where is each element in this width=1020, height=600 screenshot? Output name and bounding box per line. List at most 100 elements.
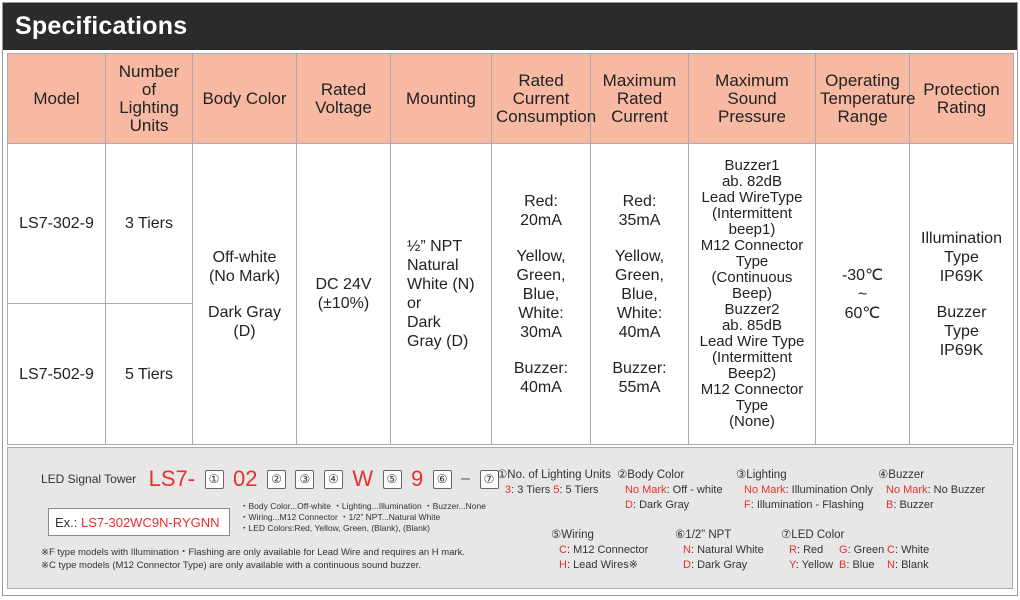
legend-title: ④Buzzer (878, 469, 925, 481)
legend-code: No Mark (886, 484, 928, 496)
legend-code: No Mark (744, 484, 786, 496)
legend-code: Y (789, 559, 796, 571)
table-row: LS7-302-9 3 Tiers Off-white (No Mark) Da… (7, 143, 1014, 445)
body-color-1: Off-white (No Mark) (208, 248, 281, 285)
example-box: Ex.: LS7-302WC9N-RYGNN (48, 508, 230, 536)
legend-code: 3 (505, 484, 512, 496)
temp-cell: -30℃ ~ 60℃ (815, 143, 910, 445)
header-max-current: Maximum Rated Current (590, 53, 689, 144)
current-red: Red: 20mA (520, 192, 562, 229)
legend-title: ⑤Wiring (551, 529, 594, 541)
legend-text: : M12 Connector (566, 544, 649, 556)
slot-5-box: ⑤ (382, 469, 402, 489)
header-sound: Maximum Sound Pressure (688, 53, 816, 144)
order-dash: – (461, 470, 471, 487)
legend-text: : 3 Tiers (511, 484, 554, 496)
legend-text: : Dark Gray (632, 499, 690, 511)
legend-text: : White (894, 544, 930, 556)
protection-cell: Illumination Type IP69K Buzzer Type IP69… (909, 143, 1014, 445)
legend-code: G (839, 544, 848, 556)
order-fixed-w: W (352, 466, 374, 491)
legend-body-color: ②Body Color No Mark: Off - white D: Dark… (617, 468, 723, 513)
footnote-2: ※C type models (M12 Connector Type) are … (41, 560, 422, 571)
legend-code: N (887, 559, 895, 571)
slot-6-box: ⑥ (432, 469, 452, 489)
legend-code: F (744, 499, 751, 511)
header-temp: Operating Temperature Range (815, 53, 915, 144)
mounting-cell: ½” NPT Natural White (N) or Dark Gray (D… (390, 143, 492, 445)
legend-code: N (683, 544, 691, 556)
sound-cell: Buzzer1 ab. 82dB Lead WireType (Intermit… (688, 143, 816, 445)
legend-title: ②Body Color (617, 469, 685, 481)
spec-table: Model Number of Lighting Units Body Colo… (7, 53, 1014, 445)
legend-wiring: ⑤Wiring C: M12 Connector H: Lead Wires※ (551, 528, 648, 573)
header-units: Number of Lighting Units (105, 53, 193, 144)
slot-1-box: ① (204, 469, 224, 489)
slot-3-box: ③ (295, 469, 315, 489)
example-notes: ・Body Color...Off-white ・Lighting...Illu… (240, 501, 486, 533)
legend-code: D (683, 559, 691, 571)
legend-text: : Red (796, 544, 824, 556)
legend-title: ⑦LED Color (781, 529, 845, 541)
page-title: Specifications (15, 12, 188, 40)
legend-text: : Blank (894, 559, 929, 571)
legend-title: ①No. of Lighting Units (497, 469, 611, 481)
legend-text: : Natural White (690, 544, 764, 556)
slot-2-box: ② (266, 469, 286, 489)
protection-buzzer: Buzzer Type IP69K (936, 303, 987, 359)
header-row: Model Number of Lighting Units Body Colo… (7, 53, 1014, 144)
model-cell: LS7-502-9 (7, 303, 106, 445)
example-code: LS7-302WC9N-RYGNN (81, 515, 220, 530)
legend-text: : Lead Wires※ (566, 559, 638, 571)
legend-title: ⑥1/2” NPT (675, 529, 732, 541)
max-current-red: Red: 35mA (618, 192, 661, 229)
table-row: LS7-502-9 5 Tiers (7, 303, 1014, 445)
title-bar: Specifications (3, 3, 1017, 50)
legend-text: : Illumination Only (785, 484, 873, 496)
legend-code: C (887, 544, 895, 556)
current-buzzer: Buzzer: 40mA (513, 359, 569, 396)
ordering-panel: LED Signal Tower LS7- ① 02 ② ③ ④ W ⑤ 9 ⑥… (7, 447, 1013, 589)
order-prefix: LS7- (148, 466, 196, 491)
legend-text: : Illumination - Flashing (750, 499, 864, 511)
legend-text: : No Buzzer (927, 484, 986, 496)
example-label: Ex.: (55, 515, 78, 530)
body-color-2: Dark Gray (D) (208, 303, 281, 340)
legend-text: : Blue (846, 559, 875, 571)
footnote-1: ※F type models with Illumination・Flashin… (41, 547, 466, 558)
legend-text: : Yellow (795, 559, 834, 571)
protection-illumination: Illumination Type IP69K (921, 229, 1002, 285)
legend-text: : Dark Gray (690, 559, 748, 571)
current-colors: Yellow, Green, Blue, White: 30mA (516, 247, 566, 341)
header-model: Model (7, 53, 106, 144)
legend-text: : Off - white (666, 484, 723, 496)
legend-code: B (839, 559, 847, 571)
model-cell: LS7-302-9 (7, 143, 106, 304)
body-color-cell: Off-white (No Mark) Dark Gray (D) (192, 143, 297, 445)
legend-code: B (886, 499, 894, 511)
header-protection: Protection Rating (909, 53, 1014, 144)
order-fixed-02: 02 (233, 466, 258, 491)
max-current-cell: Red: 35mA Yellow, Green, Blue, White: 40… (590, 143, 689, 445)
legend-text: : 5 Tiers (559, 484, 599, 496)
current-cell: Red: 20mA Yellow, Green, Blue, White: 30… (491, 143, 591, 445)
legend-lighting: ③Lighting No Mark: Illumination Only F: … (736, 468, 873, 513)
max-current-buzzer: Buzzer: 55mA (612, 359, 667, 396)
legend-code: H (559, 559, 567, 571)
legend-lighting-units: ①No. of Lighting Units 3: 3 Tiers 5: 5 T… (497, 468, 611, 498)
legend-buzzer: ④Buzzer No Mark: No Buzzer B: Buzzer (878, 468, 985, 513)
order-label: LED Signal Tower (41, 472, 137, 486)
legend-code: 5 (553, 484, 560, 496)
header-current: Rated Current Consumption (491, 53, 596, 144)
order-fixed-9: 9 (410, 466, 424, 491)
max-current-colors: Yellow, Green, Blue, White: 40mA (614, 247, 665, 341)
legend-code: C (559, 544, 567, 556)
legend-code: D (625, 499, 633, 511)
voltage-cell: DC 24V (±10%) (296, 143, 391, 445)
legend-code: No Mark (625, 484, 667, 496)
legend-title: ③Lighting (736, 469, 787, 481)
units-cell: 5 Tiers (105, 303, 193, 445)
slot-7-box: ⑦ (479, 469, 499, 489)
